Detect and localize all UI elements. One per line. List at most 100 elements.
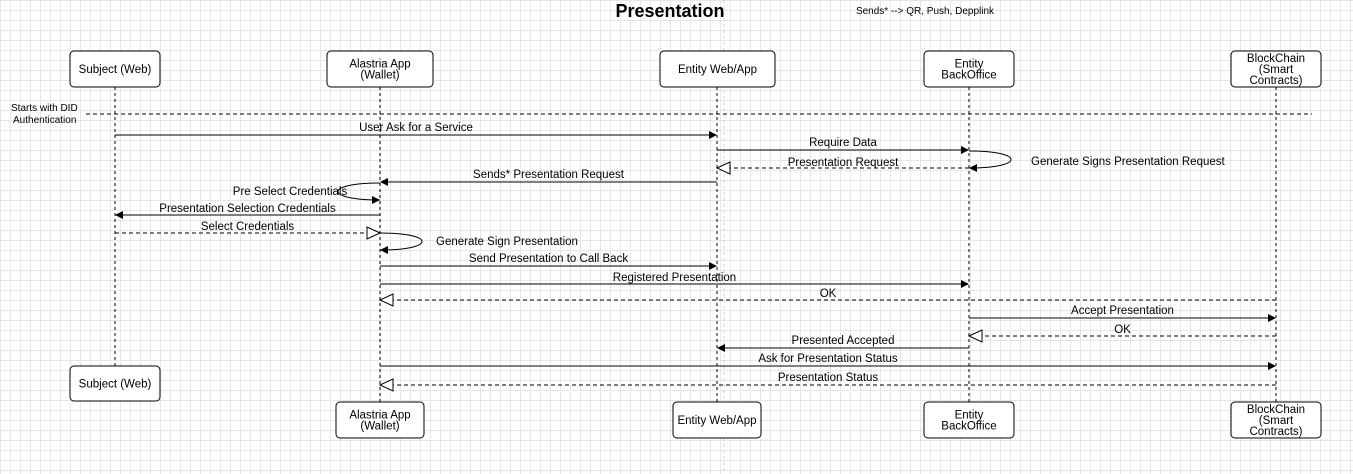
self-message-arc bbox=[968, 150, 1012, 169]
message-label: OK bbox=[820, 288, 837, 300]
message-label: Ask for Presentation Status bbox=[758, 353, 898, 365]
participant-top-subject-label: Subject (Web) bbox=[79, 64, 152, 76]
self-message-arc bbox=[379, 232, 423, 251]
arrowhead bbox=[380, 178, 388, 186]
participant-bottom-entityweb: Entity Web/App bbox=[672, 401, 762, 439]
message-0: User Ask for a Service bbox=[115, 122, 717, 139]
message-label: Generate Sign Presentation bbox=[436, 236, 578, 248]
participant-bottom-backoffice-label: BackOffice bbox=[941, 421, 996, 433]
arrowhead-open bbox=[967, 329, 983, 343]
participant-bottom-alastria-box bbox=[335, 401, 425, 439]
participant-top-entityweb-box bbox=[659, 50, 776, 88]
message-10: Registered Presentation bbox=[380, 272, 969, 288]
message-8: Generate Sign Presentation bbox=[379, 232, 578, 254]
message-label: Send Presentation to Call Back bbox=[469, 253, 628, 265]
message-label: Accept Presentation bbox=[1071, 305, 1174, 317]
participant-top-alastria-box bbox=[326, 50, 434, 88]
participant-bottom-blockchain-box bbox=[1230, 401, 1322, 439]
participant-top-alastria-label: (Wallet) bbox=[360, 70, 399, 82]
participant-bottom-entityweb-box bbox=[672, 401, 762, 439]
participant-top-blockchain-label: BlockChain bbox=[1247, 53, 1305, 65]
message-label: Sends* Presentation Request bbox=[473, 169, 625, 181]
arrowhead-open bbox=[715, 161, 731, 175]
arrowhead-open bbox=[378, 378, 394, 392]
message-label: Registered Presentation bbox=[613, 272, 736, 284]
arrowhead bbox=[372, 196, 380, 204]
arrowhead bbox=[717, 344, 725, 352]
arrowhead-open bbox=[366, 226, 382, 240]
participant-top-backoffice-label: Entity bbox=[955, 59, 984, 71]
arrowhead bbox=[380, 246, 388, 254]
message-13: OK bbox=[967, 324, 1276, 343]
participant-bottom-subject-label: Subject (Web) bbox=[79, 379, 152, 391]
message-label: Presentation Request bbox=[788, 157, 899, 169]
message-9: Send Presentation to Call Back bbox=[380, 253, 717, 270]
participant-top-subject-box bbox=[69, 50, 161, 88]
sends-note: Sends* --> QR, Push, Depplink bbox=[856, 6, 995, 17]
arrowhead bbox=[115, 211, 123, 219]
message-5: Pre Select Credentials bbox=[233, 182, 381, 204]
message-label: User Ask for a Service bbox=[359, 122, 473, 134]
message-14: Presented Accepted bbox=[717, 335, 969, 352]
participant-top-entityweb: Entity Web/App bbox=[659, 50, 776, 88]
participants-bottom: Subject (Web) Alastria App(Wallet) Entity … bbox=[69, 365, 1322, 439]
message-2: Generate Signs Presentation Request bbox=[968, 150, 1226, 172]
message-label: OK bbox=[1114, 324, 1131, 336]
participant-top-blockchain-label: Contracts) bbox=[1249, 75, 1302, 87]
did-auth-label-line1: Starts with DID bbox=[11, 103, 78, 114]
message-label: Presentation Status bbox=[778, 372, 879, 384]
message-label: Generate Signs Presentation Request bbox=[1031, 156, 1226, 168]
did-auth-label-line2: Authentication bbox=[13, 115, 76, 126]
arrowhead bbox=[1268, 314, 1276, 322]
message-label: Presentation Selection Credentials bbox=[159, 203, 336, 215]
message-label: Select Credentials bbox=[201, 221, 295, 233]
message-11: OK bbox=[378, 288, 1276, 307]
message-4: Sends* Presentation Request bbox=[380, 169, 717, 186]
message-label: Presented Accepted bbox=[792, 335, 895, 347]
participant-bottom-blockchain-label: (Smart bbox=[1259, 415, 1294, 427]
lifelines bbox=[114, 87, 1277, 402]
participant-bottom-subject: Subject (Web) bbox=[69, 365, 161, 402]
participant-bottom-subject-box bbox=[69, 365, 161, 402]
participant-bottom-blockchain-label: Contracts) bbox=[1249, 426, 1302, 438]
message-label: Pre Select Credentials bbox=[233, 186, 348, 198]
participant-bottom-blockchain-label: BlockChain bbox=[1247, 404, 1305, 416]
participant-top-entityweb-label: Entity Web/App bbox=[678, 64, 757, 76]
participant-bottom-backoffice-label: Entity bbox=[955, 410, 984, 422]
message-16: Presentation Status bbox=[378, 372, 1276, 392]
participants-top: Subject (Web) Alastria App(Wallet) Entity … bbox=[69, 50, 1322, 88]
participant-top-backoffice-label: BackOffice bbox=[941, 70, 996, 82]
participant-top-alastria-label: Alastria App bbox=[349, 59, 410, 71]
message-3: Presentation Request bbox=[715, 157, 969, 175]
participant-top-blockchain-box bbox=[1230, 50, 1322, 88]
arrowhead bbox=[709, 131, 717, 139]
message-label: Require Data bbox=[809, 137, 877, 149]
participant-top-blockchain-label: (Smart bbox=[1259, 64, 1294, 76]
participant-top-backoffice-box bbox=[923, 50, 1015, 88]
self-message-arc bbox=[337, 182, 381, 201]
message-6: Presentation Selection Credentials bbox=[115, 203, 380, 219]
message-1: Require Data bbox=[717, 137, 969, 154]
arrowhead bbox=[969, 164, 977, 172]
message-7: Select Credentials bbox=[115, 221, 382, 240]
message-12: Accept Presentation bbox=[969, 305, 1276, 322]
participant-bottom-backoffice-box bbox=[923, 401, 1015, 439]
arrowhead bbox=[1268, 362, 1276, 370]
arrowhead bbox=[961, 280, 969, 288]
arrowhead bbox=[961, 146, 969, 154]
participant-bottom-alastria-label: (Wallet) bbox=[360, 421, 399, 433]
participant-top-subject: Subject (Web) bbox=[69, 50, 161, 88]
diagram-title: Presentation bbox=[615, 1, 724, 21]
participant-bottom-alastria: Alastria App(Wallet) bbox=[335, 401, 425, 439]
arrowhead bbox=[709, 262, 717, 270]
participant-bottom-entityweb-label: Entity Web/App bbox=[677, 415, 756, 427]
arrowhead-open bbox=[378, 293, 394, 307]
message-15: Ask for Presentation Status bbox=[380, 353, 1276, 370]
participant-top-alastria: Alastria App(Wallet) bbox=[326, 50, 434, 88]
